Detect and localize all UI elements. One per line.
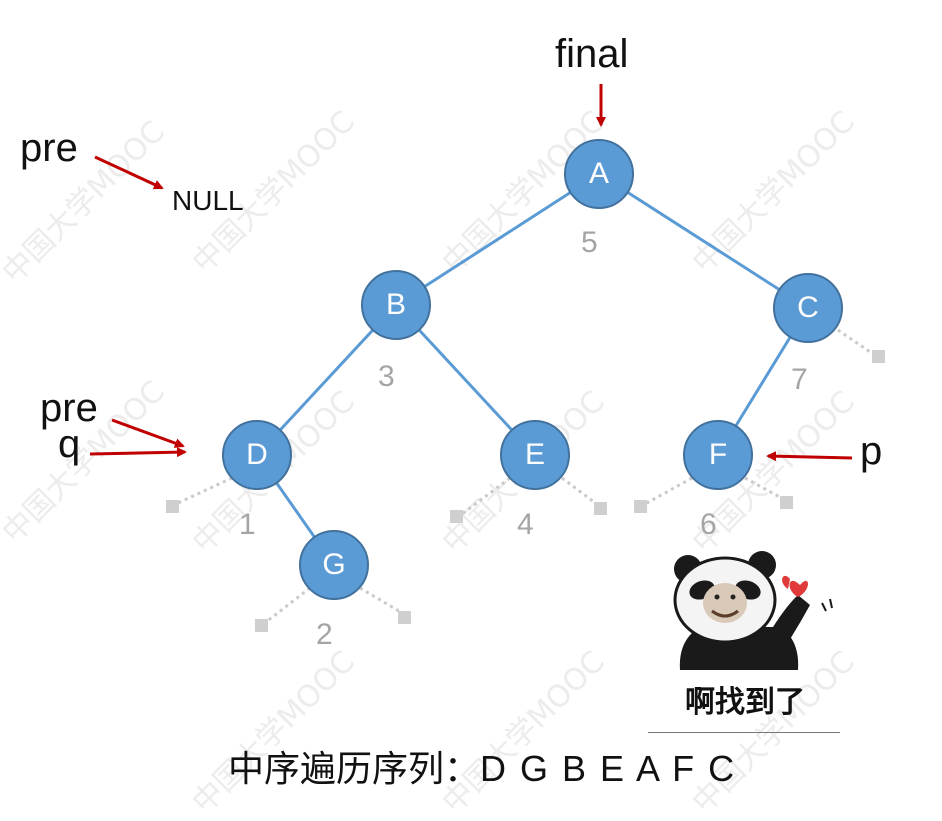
tree-node-c: C (773, 273, 843, 343)
tree-node-e: E (500, 420, 570, 490)
meme-caption: 啊找到了 (685, 685, 805, 720)
pre-d-arrow (111, 418, 185, 448)
null-stub-c-right (837, 328, 877, 358)
order-number-a: 5 (581, 226, 598, 259)
pointer-arrows (89, 84, 853, 462)
null-stub-d-left (177, 476, 233, 505)
null-stubs (166, 328, 885, 632)
null-stub-e-right-box (594, 502, 607, 515)
null-stub-g-left-box (255, 619, 268, 632)
q-d-arrow (89, 447, 187, 458)
tree-edges (255, 172, 810, 566)
null-stub-g-left (265, 586, 311, 624)
node-label: B (385, 288, 406, 321)
null-stub-e-left-box (450, 510, 463, 523)
order-number-d: 1 (239, 508, 256, 541)
null-label: NULL (172, 185, 244, 216)
panda-meme-sticker: 啊找到了 (650, 545, 840, 725)
diagram-canvas: 中国大学MOOC 中国大学MOOC 中国大学MOOC 中国大学MOOC 中国大学… (0, 32, 885, 820)
null-stub-f-left (644, 476, 693, 506)
null-stub-f-left-box (634, 500, 647, 513)
tree-node-f: F (683, 420, 753, 490)
pre-label-top: pre (20, 126, 78, 170)
caption-prefix: 中序遍历序列： (228, 749, 481, 790)
pre-null-arrow (94, 155, 164, 190)
meme-divider (648, 732, 840, 733)
tree-node-g: G (299, 530, 369, 600)
null-stub-f-right (744, 476, 786, 502)
tree-edge-a-c (598, 172, 809, 310)
node-label: A (588, 157, 609, 190)
p-label: p (860, 429, 883, 473)
order-number-f: 6 (700, 508, 717, 541)
node-label: D (246, 438, 268, 471)
node-label: E (524, 438, 545, 471)
tree-node-b: B (361, 270, 431, 340)
order-number-g: 2 (316, 618, 333, 651)
p-f-arrow (766, 451, 853, 462)
order-number-c: 7 (791, 363, 808, 396)
null-stub-c-right-box (872, 350, 885, 363)
node-label: F (708, 438, 728, 471)
q-label: q (58, 422, 81, 466)
inorder-caption: 中序遍历序列：D G B E A F C (228, 740, 736, 792)
tree-node-d: D (222, 420, 292, 490)
panda-meme-icon (673, 551, 833, 670)
node-label: G (322, 548, 346, 581)
null-stub-g-right (359, 586, 405, 616)
tree-node-a: A (564, 139, 634, 209)
null-stub-g-right-box (398, 611, 411, 624)
null-stub-f-right-box (780, 496, 793, 509)
final-label: final (555, 32, 629, 76)
order-number-e: 4 (517, 508, 534, 541)
node-label: C (797, 291, 819, 324)
pre-label-left: pre (40, 386, 98, 430)
order-number-b: 3 (378, 360, 395, 393)
caption-sequence: D G B E A F C (480, 748, 737, 789)
null-stub-e-right (561, 476, 599, 507)
tree-edge-a-b (395, 172, 600, 307)
null-stub-d-left-box (166, 500, 179, 513)
null-stub-e-left (461, 476, 511, 516)
